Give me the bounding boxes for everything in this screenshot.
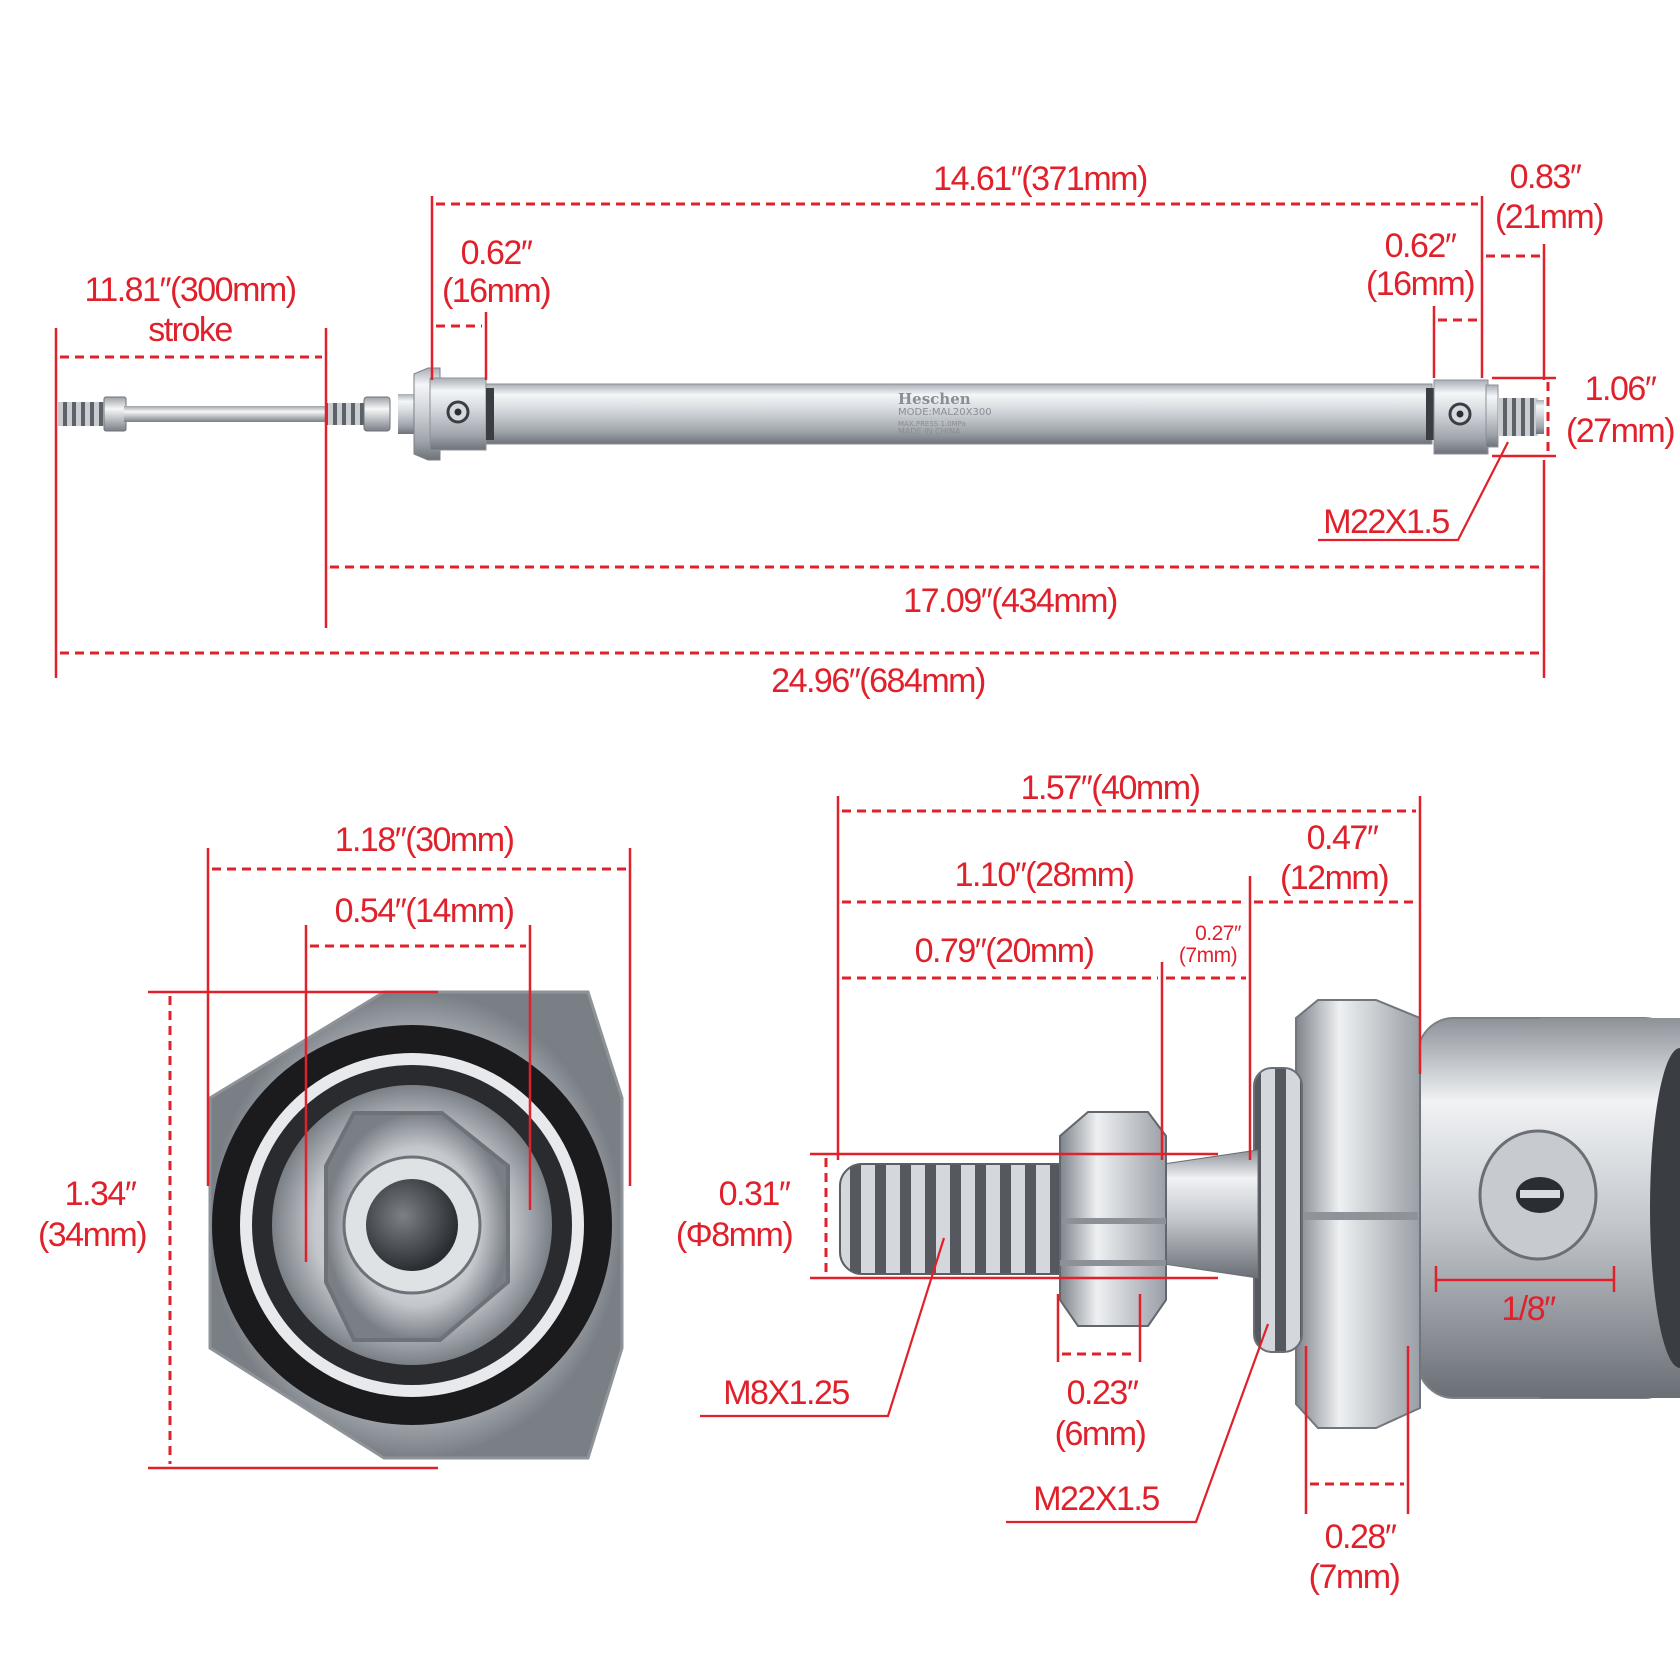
body-total-length: 17.09″(434mm) — [903, 582, 1117, 620]
hex-thickness-mm: (7mm) — [1309, 1558, 1400, 1596]
nut-thickness-inch: 0.23″ — [1067, 1374, 1139, 1412]
nut-to-shoulder-mm: (7mm) — [1179, 944, 1237, 967]
end-height-mm: (34mm) — [38, 1216, 146, 1254]
dim-barrel: 14.61″(371mm) — [430, 160, 1484, 380]
barrel-pressure: MAX.PRESS 1.0MPa — [898, 420, 966, 428]
dim-front-cap: 0.62″ (16mm) — [436, 234, 552, 380]
dim-stroke: 11.81″(300mm) stroke — [54, 271, 328, 678]
stroke-value: 11.81″(300mm) — [84, 271, 295, 309]
front-cap-inch: 0.62″ — [461, 234, 533, 272]
rod-diameter-mm: (Φ8mm) — [676, 1216, 793, 1254]
dim-hex-thickness: 0.28″ (7mm) — [1304, 1346, 1410, 1596]
dim-end-height: 1.34″ (34mm) — [38, 990, 438, 1470]
stroke-note: stroke — [148, 311, 232, 349]
overall-length: 24.96″(684mm) — [771, 662, 985, 700]
head-thread-length-inch: 0.47″ — [1307, 819, 1379, 857]
dim-port: 1/8″ — [1434, 1266, 1616, 1328]
callout-head-thread: M22X1.5 — [1006, 1323, 1270, 1524]
dim-rear-thread-length: 0.83″ (21mm) — [1486, 158, 1605, 380]
dim-overall: 24.96″(684mm) — [60, 651, 1540, 700]
barrel-origin: MADE IN CHINA — [898, 427, 961, 436]
barrel-model: MODE:MAL20X300 — [898, 407, 992, 418]
thread-length-label: 0.79″(20mm) — [915, 932, 1094, 970]
callout-rod-thread: M8X1.25 — [700, 1237, 946, 1418]
end-nut-label: 0.54″(14mm) — [335, 892, 514, 930]
end-view — [208, 990, 624, 1460]
dim-rod-total: 1.57″(40mm) — [836, 769, 1422, 1160]
dim-end-width: 1.18″(30mm) — [206, 821, 632, 1186]
dim-rear-diameter: 1.06″ (27mm) — [1492, 370, 1676, 458]
front-end-cap — [398, 367, 487, 461]
dim-nut-thickness: 0.23″ (6mm) — [1055, 1294, 1147, 1453]
piston-rod — [58, 396, 391, 432]
dim-thread-length: 0.79″(20mm) — [842, 932, 1164, 1160]
rear-cap-inch: 0.62″ — [1385, 227, 1457, 265]
rear-thread-length-inch: 0.83″ — [1510, 158, 1582, 196]
cylinder-side-view: Heschen MODE:MAL20X300 MAX.PRESS 1.0MPa … — [58, 367, 1544, 461]
end-width-label: 1.18″(30mm) — [335, 821, 514, 859]
port-hole-icon — [1478, 1129, 1598, 1261]
rear-thread-length-mm: (21mm) — [1495, 198, 1603, 236]
nut-to-shoulder-inch: 0.27″ — [1195, 922, 1242, 945]
front-cap-mm: (16mm) — [442, 272, 550, 310]
dim-rod-diameter: 0.31″ (Φ8mm) — [676, 1152, 1218, 1280]
rod-total-label: 1.57″(40mm) — [1021, 769, 1200, 807]
callout-rear-thread: M22X1.5 — [1318, 441, 1509, 542]
rod-detail-view — [839, 999, 1680, 1429]
head-thread-length-mm: (12mm) — [1280, 859, 1388, 897]
hex-thickness-inch: 0.28″ — [1325, 1518, 1397, 1556]
rod-diameter-inch: 0.31″ — [719, 1175, 791, 1213]
port-size-label: 1/8″ — [1501, 1290, 1556, 1328]
barrel-brand: Heschen — [898, 390, 971, 408]
rear-cap-mm: (16mm) — [1366, 265, 1474, 303]
rod-length-label: 1.10″(28mm) — [955, 856, 1134, 894]
dim-head-thread-length: 0.47″ (12mm) — [1254, 819, 1416, 904]
rear-diameter-mm: (27mm) — [1566, 412, 1674, 450]
dim-rod-length: 1.10″(28mm) — [842, 856, 1252, 1160]
end-height-inch: 1.34″ — [65, 1175, 137, 1213]
rear-thread-label: M22X1.5 — [1323, 503, 1449, 541]
head-thread-label: M22X1.5 — [1033, 1480, 1159, 1518]
dim-nut-to-shoulder: 0.27″ (7mm) — [1166, 922, 1246, 980]
dim-rear-cap: 0.62″ (16mm) — [1366, 227, 1478, 378]
rod-thread-label: M8X1.25 — [723, 1374, 849, 1412]
barrel-length: 14.61″(371mm) — [933, 160, 1147, 198]
cylinder-barrel: Heschen MODE:MAL20X300 MAX.PRESS 1.0MPa … — [485, 383, 1434, 445]
rear-end-cap — [1433, 379, 1544, 455]
end-rod-tip — [366, 1179, 458, 1271]
nut-thickness-mm: (6mm) — [1055, 1415, 1146, 1453]
dim-end-nut: 0.54″(14mm) — [304, 892, 532, 1262]
dim-body-total: 17.09″(434mm) — [330, 460, 1546, 678]
rear-diameter-inch: 1.06″ — [1585, 370, 1657, 408]
